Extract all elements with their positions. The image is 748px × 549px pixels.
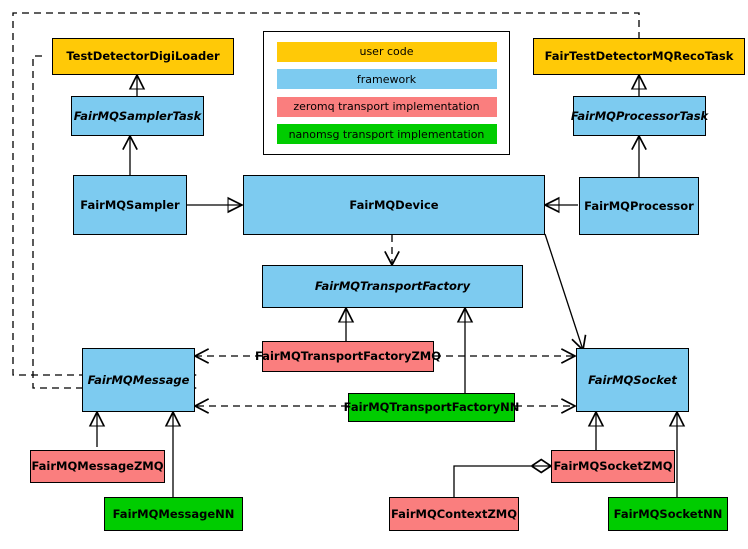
- legend-label-nanomsg: nanomsg transport implementation: [288, 127, 485, 141]
- legend-item-zeromq: zeromq transport implementation: [276, 96, 497, 117]
- legend-label-user-code: user code: [359, 45, 414, 59]
- legend-item-user-code: user code: [276, 41, 497, 62]
- legend: user code framework zeromq transport imp…: [263, 31, 510, 155]
- node-fairmq-processor[interactable]: FairMQProcessor: [579, 177, 699, 235]
- node-fairmq-socket[interactable]: FairMQSocket: [576, 348, 689, 412]
- node-fairmq-processor-task[interactable]: FairMQProcessorTask: [571, 96, 708, 136]
- legend-label-framework: framework: [356, 72, 417, 86]
- node-fairmq-transport-factory[interactable]: FairMQTransportFactory: [262, 265, 523, 308]
- legend-label-zeromq: zeromq transport implementation: [293, 100, 480, 114]
- node-fairmq-socket-zmq[interactable]: FairMQSocketZMQ: [551, 450, 675, 483]
- node-fairmq-transport-factory-nn[interactable]: FairMQTransportFactoryNN: [344, 393, 519, 422]
- node-test-detector-digi-loader[interactable]: TestDetectorDigiLoader: [52, 38, 234, 75]
- legend-item-nanomsg: nanomsg transport implementation: [276, 124, 497, 145]
- node-fairmq-transport-factory-zmq[interactable]: FairMQTransportFactoryZMQ: [255, 341, 441, 372]
- node-fairmq-context-zmq[interactable]: FairMQContextZMQ: [389, 497, 519, 531]
- node-fairmq-socket-nn[interactable]: FairMQSocketNN: [608, 497, 728, 531]
- edge-device-socket: [544, 233, 587, 352]
- node-fairmq-message-nn[interactable]: FairMQMessageNN: [104, 497, 243, 531]
- node-fairmq-sampler[interactable]: FairMQSampler: [73, 175, 187, 235]
- node-fairmq-message[interactable]: FairMQMessage: [82, 348, 195, 412]
- node-fairmq-sampler-task[interactable]: FairMQSamplerTask: [71, 96, 204, 136]
- node-fairmq-device[interactable]: FairMQDevice: [243, 175, 545, 235]
- node-fairmq-message-zmq[interactable]: FairMQMessageZMQ: [30, 450, 165, 483]
- node-fair-test-detector-mq-reco-task[interactable]: FairTestDetectorMQRecoTask: [533, 38, 745, 75]
- legend-item-framework: framework: [276, 69, 497, 90]
